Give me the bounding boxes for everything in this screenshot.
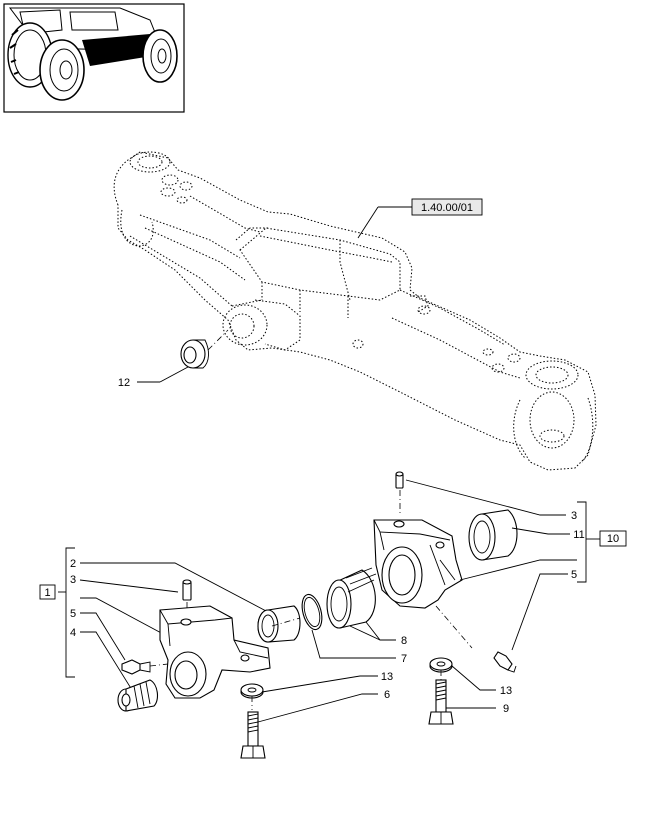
left-knuckle-bracket bbox=[159, 605, 271, 699]
callout-13-right: 13 bbox=[500, 685, 512, 697]
callout-8: 8 bbox=[401, 635, 407, 647]
part-13-washer-right: 13 bbox=[429, 657, 512, 697]
callout-9: 9 bbox=[503, 703, 509, 715]
reference-text: 1.40.00/01 bbox=[421, 202, 473, 214]
callout-5-right: 5 bbox=[571, 569, 577, 581]
callout-5-left: 5 bbox=[70, 608, 76, 620]
callout-13-left: 13 bbox=[381, 671, 393, 683]
group-bracket-1: 1 2 3 5 4 bbox=[39, 547, 269, 691]
callout-12: 12 bbox=[118, 377, 130, 389]
callout-3-left: 3 bbox=[70, 574, 76, 586]
callout-4: 4 bbox=[70, 627, 76, 639]
callout-11: 11 bbox=[573, 529, 584, 541]
callout-3-right: 3 bbox=[571, 510, 577, 522]
part-8-bearing bbox=[326, 567, 377, 629]
part-11-bushing bbox=[468, 509, 518, 561]
part-13-washer-left: 13 bbox=[240, 671, 393, 710]
part-9-bolt-right: 9 bbox=[428, 679, 509, 725]
part-5-grease-nipple-right bbox=[493, 651, 517, 673]
callout-10: 10 bbox=[607, 533, 619, 545]
callout-2: 2 bbox=[70, 558, 76, 570]
tractor-thumbnail-illustration bbox=[7, 7, 178, 101]
part-6-bolt-left: 6 bbox=[240, 689, 390, 759]
callout-6: 6 bbox=[384, 689, 390, 701]
callout-7: 7 bbox=[401, 653, 407, 665]
left-assembly-axis bbox=[271, 617, 301, 627]
callouts-middle: 8 7 bbox=[311, 621, 407, 665]
part-7-o-ring bbox=[301, 593, 323, 631]
reference-label-1-40-00-01: 1.40.00/01 bbox=[357, 198, 483, 239]
callout-1: 1 bbox=[44, 587, 50, 599]
part-2-bushing bbox=[257, 605, 301, 643]
group-bracket-10: 10 3 11 5 bbox=[405, 479, 627, 651]
part-3-pin-right bbox=[395, 471, 404, 516]
part-5-grease-nipple-left bbox=[121, 659, 169, 675]
part-3-pin-left bbox=[182, 579, 192, 618]
part-4-threaded-plug bbox=[117, 679, 159, 712]
axle-housing-dotted bbox=[113, 151, 597, 471]
part-12-seal: 12 bbox=[118, 329, 229, 389]
right-knuckle-housing bbox=[373, 519, 473, 649]
tractor-thumbnail bbox=[3, 3, 185, 113]
